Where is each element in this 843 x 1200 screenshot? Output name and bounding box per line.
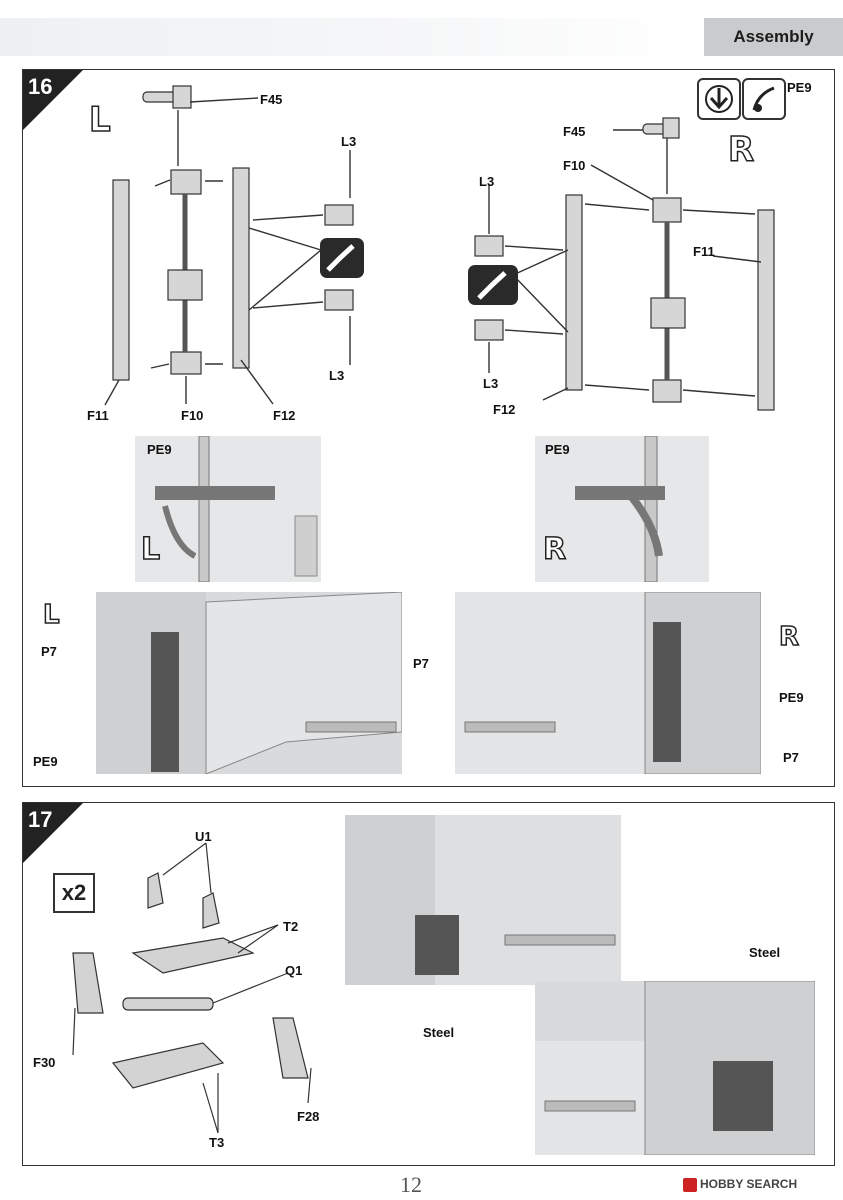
bend-tool-icon: [742, 78, 786, 120]
hull-photo-step17-top: [345, 815, 621, 985]
detail-photo-left: PE9 L: [135, 436, 321, 582]
part-f11-right: F11: [693, 244, 715, 259]
press-down-icon: [697, 78, 741, 120]
page-number: 12: [400, 1172, 422, 1197]
detail-photo-right: PE9 R: [535, 436, 709, 582]
step-16-number: 16: [28, 74, 53, 99]
steel-label-bottom: Steel: [749, 945, 781, 960]
part-f11-left: F11: [87, 408, 109, 423]
hull-right-p7-top: P7: [413, 656, 429, 671]
part-f45-right: F45: [563, 124, 586, 139]
detail-left-letter: L: [140, 531, 161, 568]
multiplier-box: x2: [53, 873, 95, 913]
part-f12-left: F12: [273, 408, 296, 423]
hull-photo-right: [455, 592, 761, 774]
step-16-badge: [23, 70, 83, 130]
watermark: HOBBY SEARCH: [683, 1177, 797, 1192]
icon-pe9-label: PE9: [787, 80, 812, 95]
hull-left-pe9: PE9: [33, 754, 58, 769]
part-t3: T3: [209, 1135, 225, 1150]
hull-right-pe9: PE9: [779, 690, 804, 705]
part-l3-left-top: L3: [341, 134, 357, 149]
left-letter: L: [88, 99, 111, 141]
steel-label-top: Steel: [423, 1025, 455, 1040]
section-label: Assembly: [733, 27, 814, 46]
part-t2: T2: [283, 919, 299, 934]
header-band: [0, 18, 700, 56]
detail-left-pe9: PE9: [147, 442, 172, 457]
watermark-text: HOBBY SEARCH: [700, 1177, 798, 1191]
part-l3-left-bottom: L3: [329, 368, 345, 383]
step-17-badge: [23, 803, 83, 863]
part-f10-right: F10: [563, 158, 586, 173]
hull-right-p7-bottom: P7: [783, 750, 799, 765]
step-17-number: 17: [28, 807, 53, 832]
step16-assembly-drawing: [104, 85, 775, 411]
part-f30: F30: [33, 1055, 56, 1070]
hull-right-letter: R: [778, 621, 800, 653]
part-q1: Q1: [285, 963, 303, 978]
part-l3-right-bottom: L3: [483, 376, 499, 391]
hull-left-p7: P7: [41, 644, 57, 659]
detail-right-pe9: PE9: [545, 442, 570, 457]
part-u1: U1: [195, 829, 212, 844]
right-letter: R: [727, 129, 755, 171]
part-f28: F28: [297, 1109, 320, 1124]
step17-assembly-drawing: [72, 842, 312, 1134]
multiplier-label: x2: [61, 880, 87, 905]
hull-photo-step17-bottom: [535, 981, 815, 1155]
step-17-panel: 17 x2 U1 T2 Q1 F30 F28 T3 Steel Steel: [22, 802, 835, 1166]
detail-right-letter: R: [542, 531, 567, 568]
hull-photo-left: [96, 592, 402, 774]
hull-left-letter: L: [42, 599, 60, 631]
part-f12-right: F12: [493, 402, 516, 417]
step-16-panel: 16 PE9 L R: [22, 69, 835, 787]
part-f45-left: F45: [260, 92, 283, 107]
hobby-search-logo-icon: [683, 1177, 697, 1192]
part-l3-right-top: L3: [479, 174, 495, 189]
section-tab: Assembly: [704, 18, 843, 56]
part-f10-left: F10: [181, 408, 204, 423]
